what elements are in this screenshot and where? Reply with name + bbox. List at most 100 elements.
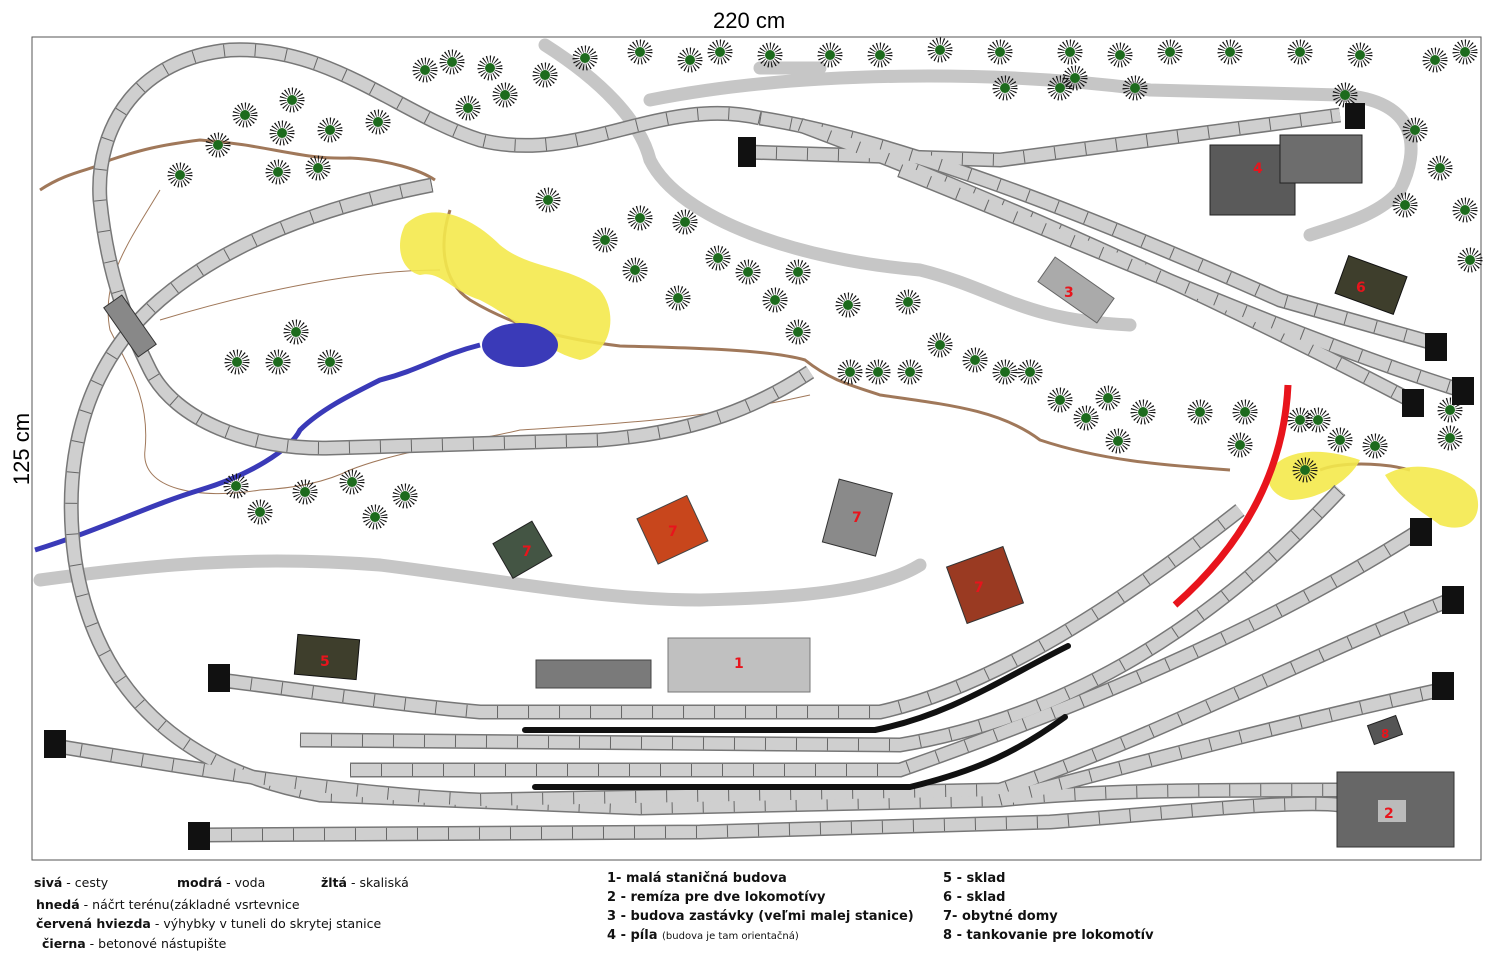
- tree-icon: [1105, 428, 1131, 454]
- tree-icon: [927, 332, 953, 358]
- tree-icon: [867, 42, 893, 68]
- legend-item: 4 - píla (budova je tam orientačná): [607, 928, 799, 943]
- building-7-house: 7: [821, 478, 893, 557]
- tree-icon: [592, 227, 618, 253]
- tree-icon: [785, 259, 811, 285]
- road-lower: [33, 554, 927, 607]
- building-3-halt: 3: [1037, 256, 1115, 324]
- tree-icon: [265, 159, 291, 185]
- tree-icon: [1187, 399, 1213, 425]
- building-label: 4: [1253, 161, 1263, 177]
- tree-icon: [205, 132, 231, 158]
- building-label: 7: [852, 510, 862, 526]
- tree-icon: [1332, 82, 1358, 108]
- tree-icon: [392, 483, 418, 509]
- building-7-house: 7: [636, 494, 709, 565]
- tree-icon: [223, 473, 249, 499]
- tree-icon: [1427, 155, 1453, 181]
- buildings: 1 2 3 4 5 6 7 7 7 7 8: [293, 134, 1455, 848]
- tree-icon: [1422, 47, 1448, 73]
- building-label: 1: [734, 656, 744, 672]
- tree-icon: [167, 162, 193, 188]
- bridge: [103, 294, 157, 358]
- tree-icon: [224, 349, 250, 375]
- tree-icon: [677, 47, 703, 73]
- building-5-warehouse: 5: [293, 633, 361, 681]
- building-7-house: 7: [945, 545, 1025, 625]
- tree-icon: [455, 95, 481, 121]
- tree-icon: [1305, 407, 1331, 433]
- building-label: 7: [974, 580, 984, 596]
- tree-icon: [572, 45, 598, 71]
- legend-item: sivá - cesty: [34, 875, 109, 890]
- legend-item: žltá - skaliská: [321, 875, 409, 890]
- tree-icon: [1227, 432, 1253, 458]
- tree-icon: [762, 287, 788, 313]
- tree-icon: [835, 292, 861, 318]
- legend-item: 8 - tankovanie pre lokomotív: [943, 928, 1154, 943]
- tree-icon: [672, 209, 698, 235]
- buffer-stops: [44, 103, 1474, 850]
- tree-icon: [1130, 399, 1156, 425]
- tree-icon: [1362, 433, 1388, 459]
- legend-item: hnedá - náčrt terénu(základné vsrtevnice: [36, 897, 300, 912]
- tree-icon: [532, 62, 558, 88]
- building-6-warehouse: 6: [1334, 254, 1408, 316]
- tree-icon: [735, 259, 761, 285]
- tree-icon: [279, 87, 305, 113]
- road-middle: [538, 38, 1137, 332]
- tree-icon: [1122, 75, 1148, 101]
- tunnel-turnouts: [1172, 384, 1292, 608]
- track-segment: [93, 43, 814, 455]
- legend-item: modrá - voda: [177, 875, 266, 890]
- building-2-engine-shed: 2: [1336, 771, 1455, 848]
- tree-icon: [317, 117, 343, 143]
- tree-icon: [757, 42, 783, 68]
- rocks: [400, 212, 1479, 528]
- track-segment: [350, 524, 1424, 776]
- tree-icon: [1062, 65, 1088, 91]
- building-7-house: 7: [492, 520, 553, 580]
- tree-icon: [232, 102, 258, 128]
- tree-icon: [1392, 192, 1418, 218]
- tree-icon: [622, 257, 648, 283]
- tree-icon: [492, 82, 518, 108]
- tree-icon: [1047, 75, 1073, 101]
- track-segment: [998, 684, 1442, 806]
- tree-icon: [535, 187, 561, 213]
- track-segment: [897, 164, 1462, 396]
- building-label: 3: [1064, 285, 1074, 301]
- tree-icon: [305, 155, 331, 181]
- tree-icon: [265, 349, 291, 375]
- trees: [167, 37, 1483, 530]
- tree-icon: [897, 359, 923, 385]
- tree-icon: [1347, 42, 1373, 68]
- tree-icon: [247, 499, 273, 525]
- legend-item: 1- malá staničná budova: [607, 871, 787, 886]
- tree-icon: [339, 469, 365, 495]
- tree-icon: [1287, 39, 1313, 65]
- tree-icon: [987, 39, 1013, 65]
- tree-icon: [1287, 407, 1313, 433]
- legend-item: 6 - sklad: [943, 890, 1006, 905]
- tree-icon: [1437, 425, 1463, 451]
- tree-icon: [412, 57, 438, 83]
- legend-item: 5 - sklad: [943, 871, 1006, 886]
- tree-icon: [1232, 399, 1258, 425]
- tree-icon: [962, 347, 988, 373]
- width-dimension: 220 cm: [713, 8, 786, 33]
- track-segment: [199, 797, 1341, 841]
- tree-icon: [817, 42, 843, 68]
- tree-icon: [269, 120, 295, 146]
- tree-icon: [1452, 197, 1478, 223]
- water: [34, 323, 558, 553]
- tree-icon: [1437, 397, 1463, 423]
- tree-icon: [317, 349, 343, 375]
- track-segment: [299, 485, 1345, 752]
- tree-icon: [362, 504, 388, 530]
- tree-icon: [292, 479, 318, 505]
- track-segment: [744, 109, 1341, 167]
- tree-icon: [1047, 387, 1073, 413]
- track-segment: [65, 179, 1341, 815]
